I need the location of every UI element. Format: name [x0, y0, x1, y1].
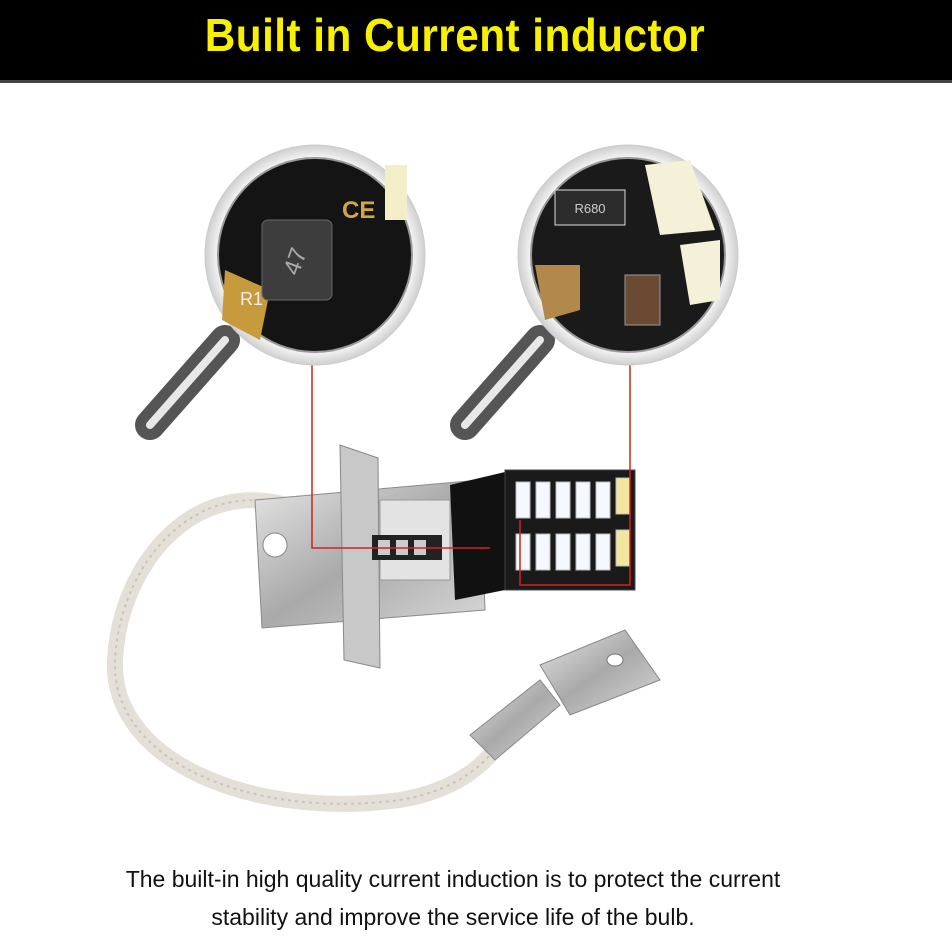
- board-label: R1: [240, 289, 263, 309]
- magnifier-inductor: 47 R1 CE: [135, 144, 426, 440]
- caption-line-2: stability and improve the service life o…: [211, 904, 695, 930]
- header-banner: Built in Current inductor: [0, 0, 952, 83]
- caption-line-1: The built-in high quality current induct…: [125, 866, 781, 892]
- ce-mark: CE: [342, 197, 375, 224]
- resistor: [554, 189, 626, 226]
- callout-lines: [311, 362, 631, 586]
- bulb-base: [254, 444, 486, 669]
- page-title: Built in Current inductor: [204, 9, 706, 61]
- resistor-marking: R680: [574, 201, 605, 216]
- inductor: [261, 219, 333, 301]
- magnifier-resistor: R680: [450, 144, 739, 440]
- spade-terminal: [469, 629, 661, 761]
- led-head: [450, 469, 636, 600]
- bulb-illustration: 47 R1 CE R680: [106, 144, 739, 812]
